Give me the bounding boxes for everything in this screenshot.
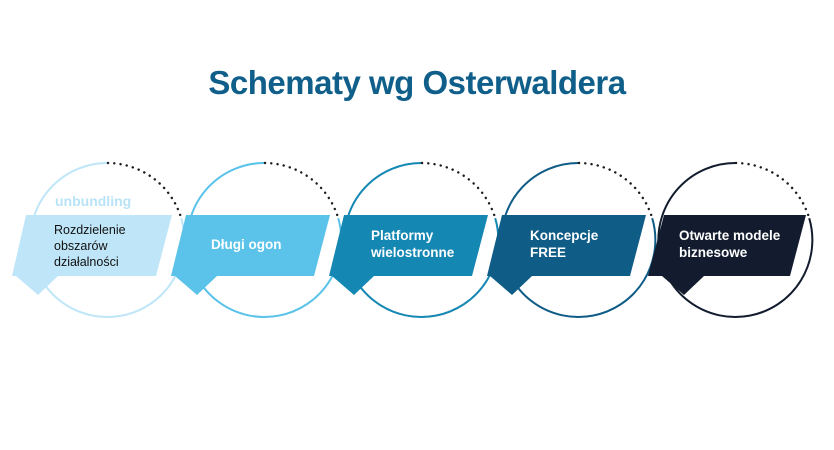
step-4-banner: [487, 215, 646, 276]
step-1: [12, 161, 186, 318]
step-3-tail: [332, 276, 374, 295]
step-1-label-line: działalności: [54, 255, 119, 269]
step-3-dotted-arc: [420, 161, 497, 220]
step-1-label-line: obszarów: [54, 239, 108, 253]
step-5-label-line: biznesowe: [679, 245, 748, 260]
step-4-label: Koncepcje FREE: [530, 227, 598, 261]
step-4-tail: [490, 276, 532, 295]
diagram-title: Schematy wg Osterwaldera: [208, 64, 626, 101]
step-5-ring: [657, 161, 814, 318]
step-4-ring: [500, 161, 657, 318]
step-5-label: Otwarte modele biznesowe: [679, 227, 780, 261]
step-2-dotted-arc: [263, 161, 340, 220]
step-1-dotted-arc: [106, 161, 183, 220]
step-1-label: Rozdzielenie obszarów działalności: [54, 222, 126, 270]
step-4-label-line: Koncepcje: [530, 228, 599, 243]
step-5-banner: [648, 215, 806, 276]
step-2-label: Długi ogon: [211, 236, 281, 253]
step-5-label-line: Otwarte modele: [679, 228, 781, 243]
step-5: [648, 161, 814, 318]
step-1-tag: unbundling: [55, 193, 132, 209]
step-3: [329, 161, 500, 318]
step-5-tail: [662, 276, 704, 295]
step-3-banner: [329, 215, 488, 276]
step-3-label-line: Platformy: [371, 228, 434, 243]
step-2-label-line: Długi ogon: [211, 237, 282, 252]
step-3-label: Platformy wielostronne: [371, 227, 454, 261]
step-2-banner: [171, 215, 330, 276]
step-5-dotted-arc: [734, 161, 811, 220]
step-4-dotted-arc: [577, 161, 654, 220]
step-2-tail: [175, 276, 217, 295]
step-4: [487, 161, 657, 318]
step-1-label-line: Rozdzielenie: [54, 223, 126, 237]
step-1-tail: [16, 276, 58, 295]
step-1-banner: [12, 215, 172, 276]
step-3-label-line: wielostronne: [371, 245, 455, 260]
step-4-label-line: FREE: [530, 245, 567, 260]
